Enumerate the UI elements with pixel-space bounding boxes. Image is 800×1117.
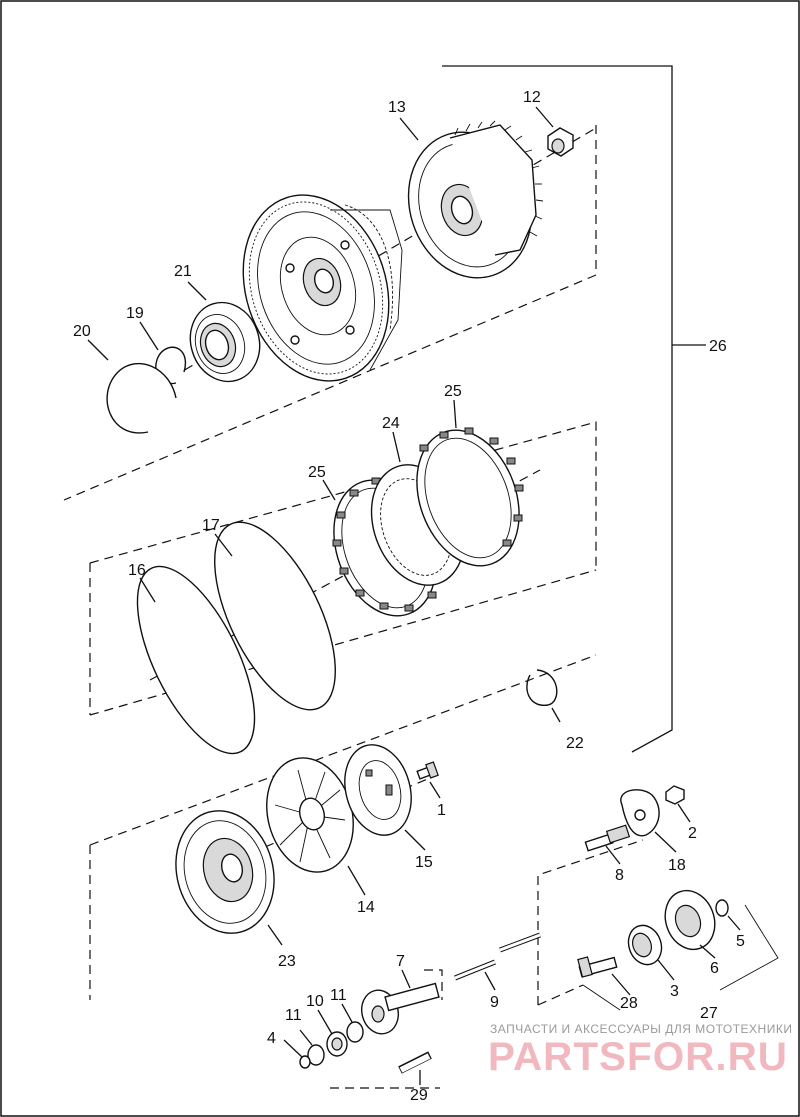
middle-boundary-bottom xyxy=(89,569,597,716)
middle-assembly xyxy=(89,421,597,755)
box-27-bottom xyxy=(537,984,584,1006)
bracket-27-right xyxy=(719,904,779,991)
callout-15: 15 xyxy=(415,854,433,871)
clutch-shell xyxy=(242,194,403,382)
callout-19: 19 xyxy=(126,305,144,322)
callout-11-right: 11 xyxy=(330,987,347,1004)
adjusting-screw-8 xyxy=(584,824,631,852)
clutch-hub-13 xyxy=(407,120,544,279)
bolt-1 xyxy=(416,761,439,780)
friction-plate-25-rear xyxy=(416,427,524,567)
callout-23: 23 xyxy=(278,953,296,970)
release-mechanism xyxy=(454,785,779,1011)
callout-7: 7 xyxy=(396,953,405,970)
washer-11-left xyxy=(307,1044,325,1066)
callout-13: 13 xyxy=(388,99,406,116)
box-27-boundary xyxy=(537,839,644,1005)
snap-ring-22 xyxy=(526,669,558,706)
release-plate-15 xyxy=(344,744,412,836)
callout-25-front: 25 xyxy=(308,464,326,481)
upper-boundary xyxy=(63,125,597,501)
pushrod-9 xyxy=(454,932,541,981)
callout-labels: 13 12 21 19 20 26 25 24 25 17 16 22 1 2 … xyxy=(73,89,745,1104)
callout-10: 10 xyxy=(306,993,324,1010)
callout-16: 16 xyxy=(128,562,146,579)
washer-11-right xyxy=(346,1021,364,1043)
diaphragm-spring-14 xyxy=(266,757,354,873)
callout-5: 5 xyxy=(736,933,745,950)
callout-21: 21 xyxy=(174,263,192,280)
callout-2: 2 xyxy=(688,825,697,842)
callout-28: 28 xyxy=(620,995,638,1012)
nut-12 xyxy=(547,127,574,157)
nut-2 xyxy=(665,785,685,805)
callout-17: 17 xyxy=(202,517,220,534)
callout-9: 9 xyxy=(490,994,499,1011)
callout-1: 1 xyxy=(437,802,446,819)
lower-boundary-top xyxy=(89,654,597,846)
callout-3: 3 xyxy=(670,983,679,1000)
cover-6 xyxy=(664,889,716,951)
callout-18: 18 xyxy=(668,857,686,874)
middle-boundary-top xyxy=(89,421,597,570)
retaining-ring-20 xyxy=(106,362,177,434)
callout-26: 26 xyxy=(709,338,727,355)
callout-8: 8 xyxy=(615,867,624,884)
callout-27: 27 xyxy=(700,1005,718,1022)
ring-5 xyxy=(715,899,729,917)
o-ring-17 xyxy=(214,521,336,711)
callout-11-left: 11 xyxy=(285,1007,302,1024)
pressure-plate-23 xyxy=(175,810,275,934)
bracket-27-left xyxy=(582,984,621,1011)
watermark-brand: PARTSFOR.RU xyxy=(488,1035,788,1079)
lower-assembly xyxy=(89,654,597,1000)
o-ring-16 xyxy=(136,565,256,755)
upper-assembly xyxy=(63,120,597,501)
bearing-21 xyxy=(189,301,261,383)
pushrod-end-28 xyxy=(577,956,618,978)
watermark: ЗАПЧАСТИ И АКСЕССУАРЫ ДЛЯ МОТОТЕХНИКИ PA… xyxy=(488,1022,792,1079)
pin-29 xyxy=(398,1051,432,1074)
bottom-assembly xyxy=(299,969,443,1089)
bearing-10 xyxy=(326,1031,348,1057)
callout-24: 24 xyxy=(382,415,400,432)
callout-14: 14 xyxy=(357,899,375,916)
callout-22: 22 xyxy=(566,735,584,752)
callout-25-rear: 25 xyxy=(444,383,462,400)
callout-12: 12 xyxy=(523,89,541,106)
callout-20: 20 xyxy=(73,323,91,340)
box-29-top xyxy=(424,969,443,1000)
callout-4: 4 xyxy=(267,1030,276,1047)
sprocket-7 xyxy=(361,982,440,1035)
callout-6: 6 xyxy=(710,960,719,977)
leader-lines xyxy=(87,106,741,1085)
watermark-tagline: ЗАПЧАСТИ И АКСЕССУАРЫ ДЛЯ МОТОТЕХНИКИ xyxy=(490,1022,792,1036)
callout-29: 29 xyxy=(410,1087,428,1104)
bearing-3 xyxy=(627,924,663,966)
ring-4 xyxy=(299,1055,311,1069)
bracket-26 xyxy=(442,65,673,753)
